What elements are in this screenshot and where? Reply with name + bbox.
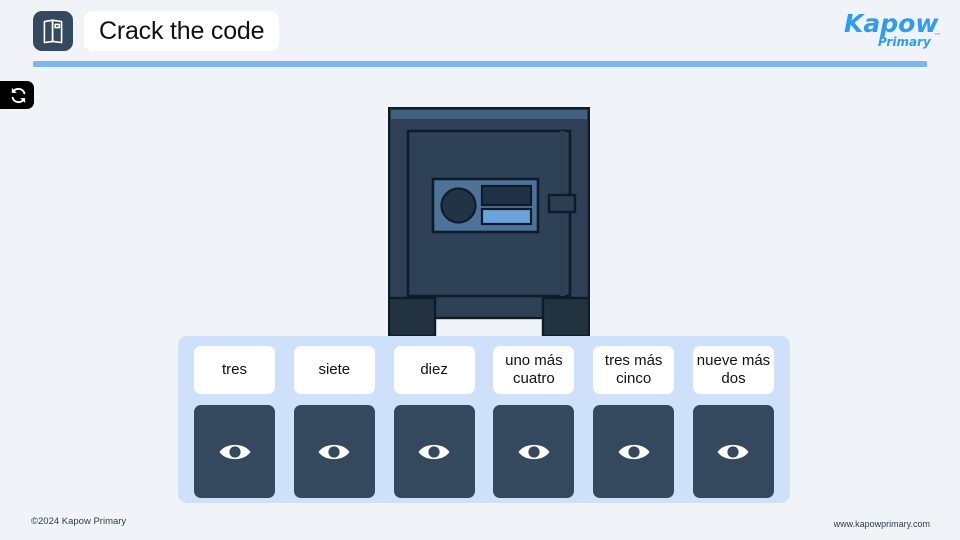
card-column: uno más cuatro <box>493 346 575 498</box>
copyright-text: ©2024 Kapow Primary <box>31 516 127 527</box>
card-column: tres <box>194 346 275 498</box>
title-pill: Crack the code <box>84 11 280 51</box>
reveal-card[interactable] <box>493 405 575 498</box>
answer-card-panel: tres siete diez uno más cuatro <box>178 336 790 503</box>
website-text: www.kapowprimary.com <box>833 519 930 529</box>
word-card[interactable]: tres <box>194 346 275 394</box>
svg-text:™: ™ <box>934 32 941 40</box>
kapow-primary-logo: Kapow Primary ™ <box>842 6 942 52</box>
svg-text:Kapow: Kapow <box>844 9 939 38</box>
page-title: Crack the code <box>99 16 265 45</box>
card-column: siete <box>293 346 375 498</box>
card-column: nueve más dos <box>692 346 774 498</box>
word-card[interactable]: tres más cinco <box>593 346 675 394</box>
reveal-card[interactable] <box>593 405 675 498</box>
title-group: Crack the code <box>33 11 280 51</box>
svg-text:Primary: Primary <box>878 35 932 49</box>
eye-icon <box>717 444 749 459</box>
reveal-card[interactable] <box>293 405 375 498</box>
card-column: tres más cinco <box>593 346 675 498</box>
word-card[interactable]: diez <box>393 346 475 394</box>
header-divider <box>33 61 927 67</box>
reveal-card[interactable] <box>692 405 774 498</box>
eye-icon <box>518 444 550 459</box>
eye-icon <box>418 444 450 459</box>
reveal-card[interactable] <box>194 405 275 498</box>
word-card[interactable]: uno más cuatro <box>493 346 575 394</box>
book-icon <box>33 11 73 51</box>
reset-button[interactable] <box>0 81 34 109</box>
card-column: diez <box>393 346 475 498</box>
word-card[interactable]: nueve más dos <box>692 346 774 394</box>
word-card[interactable]: siete <box>293 346 375 394</box>
reveal-card[interactable] <box>393 405 475 498</box>
eye-icon <box>219 444 250 459</box>
eye-icon <box>318 444 350 459</box>
reset-icon <box>11 87 26 103</box>
header-bar: Crack the code Kapow Primary ™ <box>0 0 960 67</box>
safe-illustration <box>388 107 590 338</box>
eye-icon <box>618 444 650 459</box>
